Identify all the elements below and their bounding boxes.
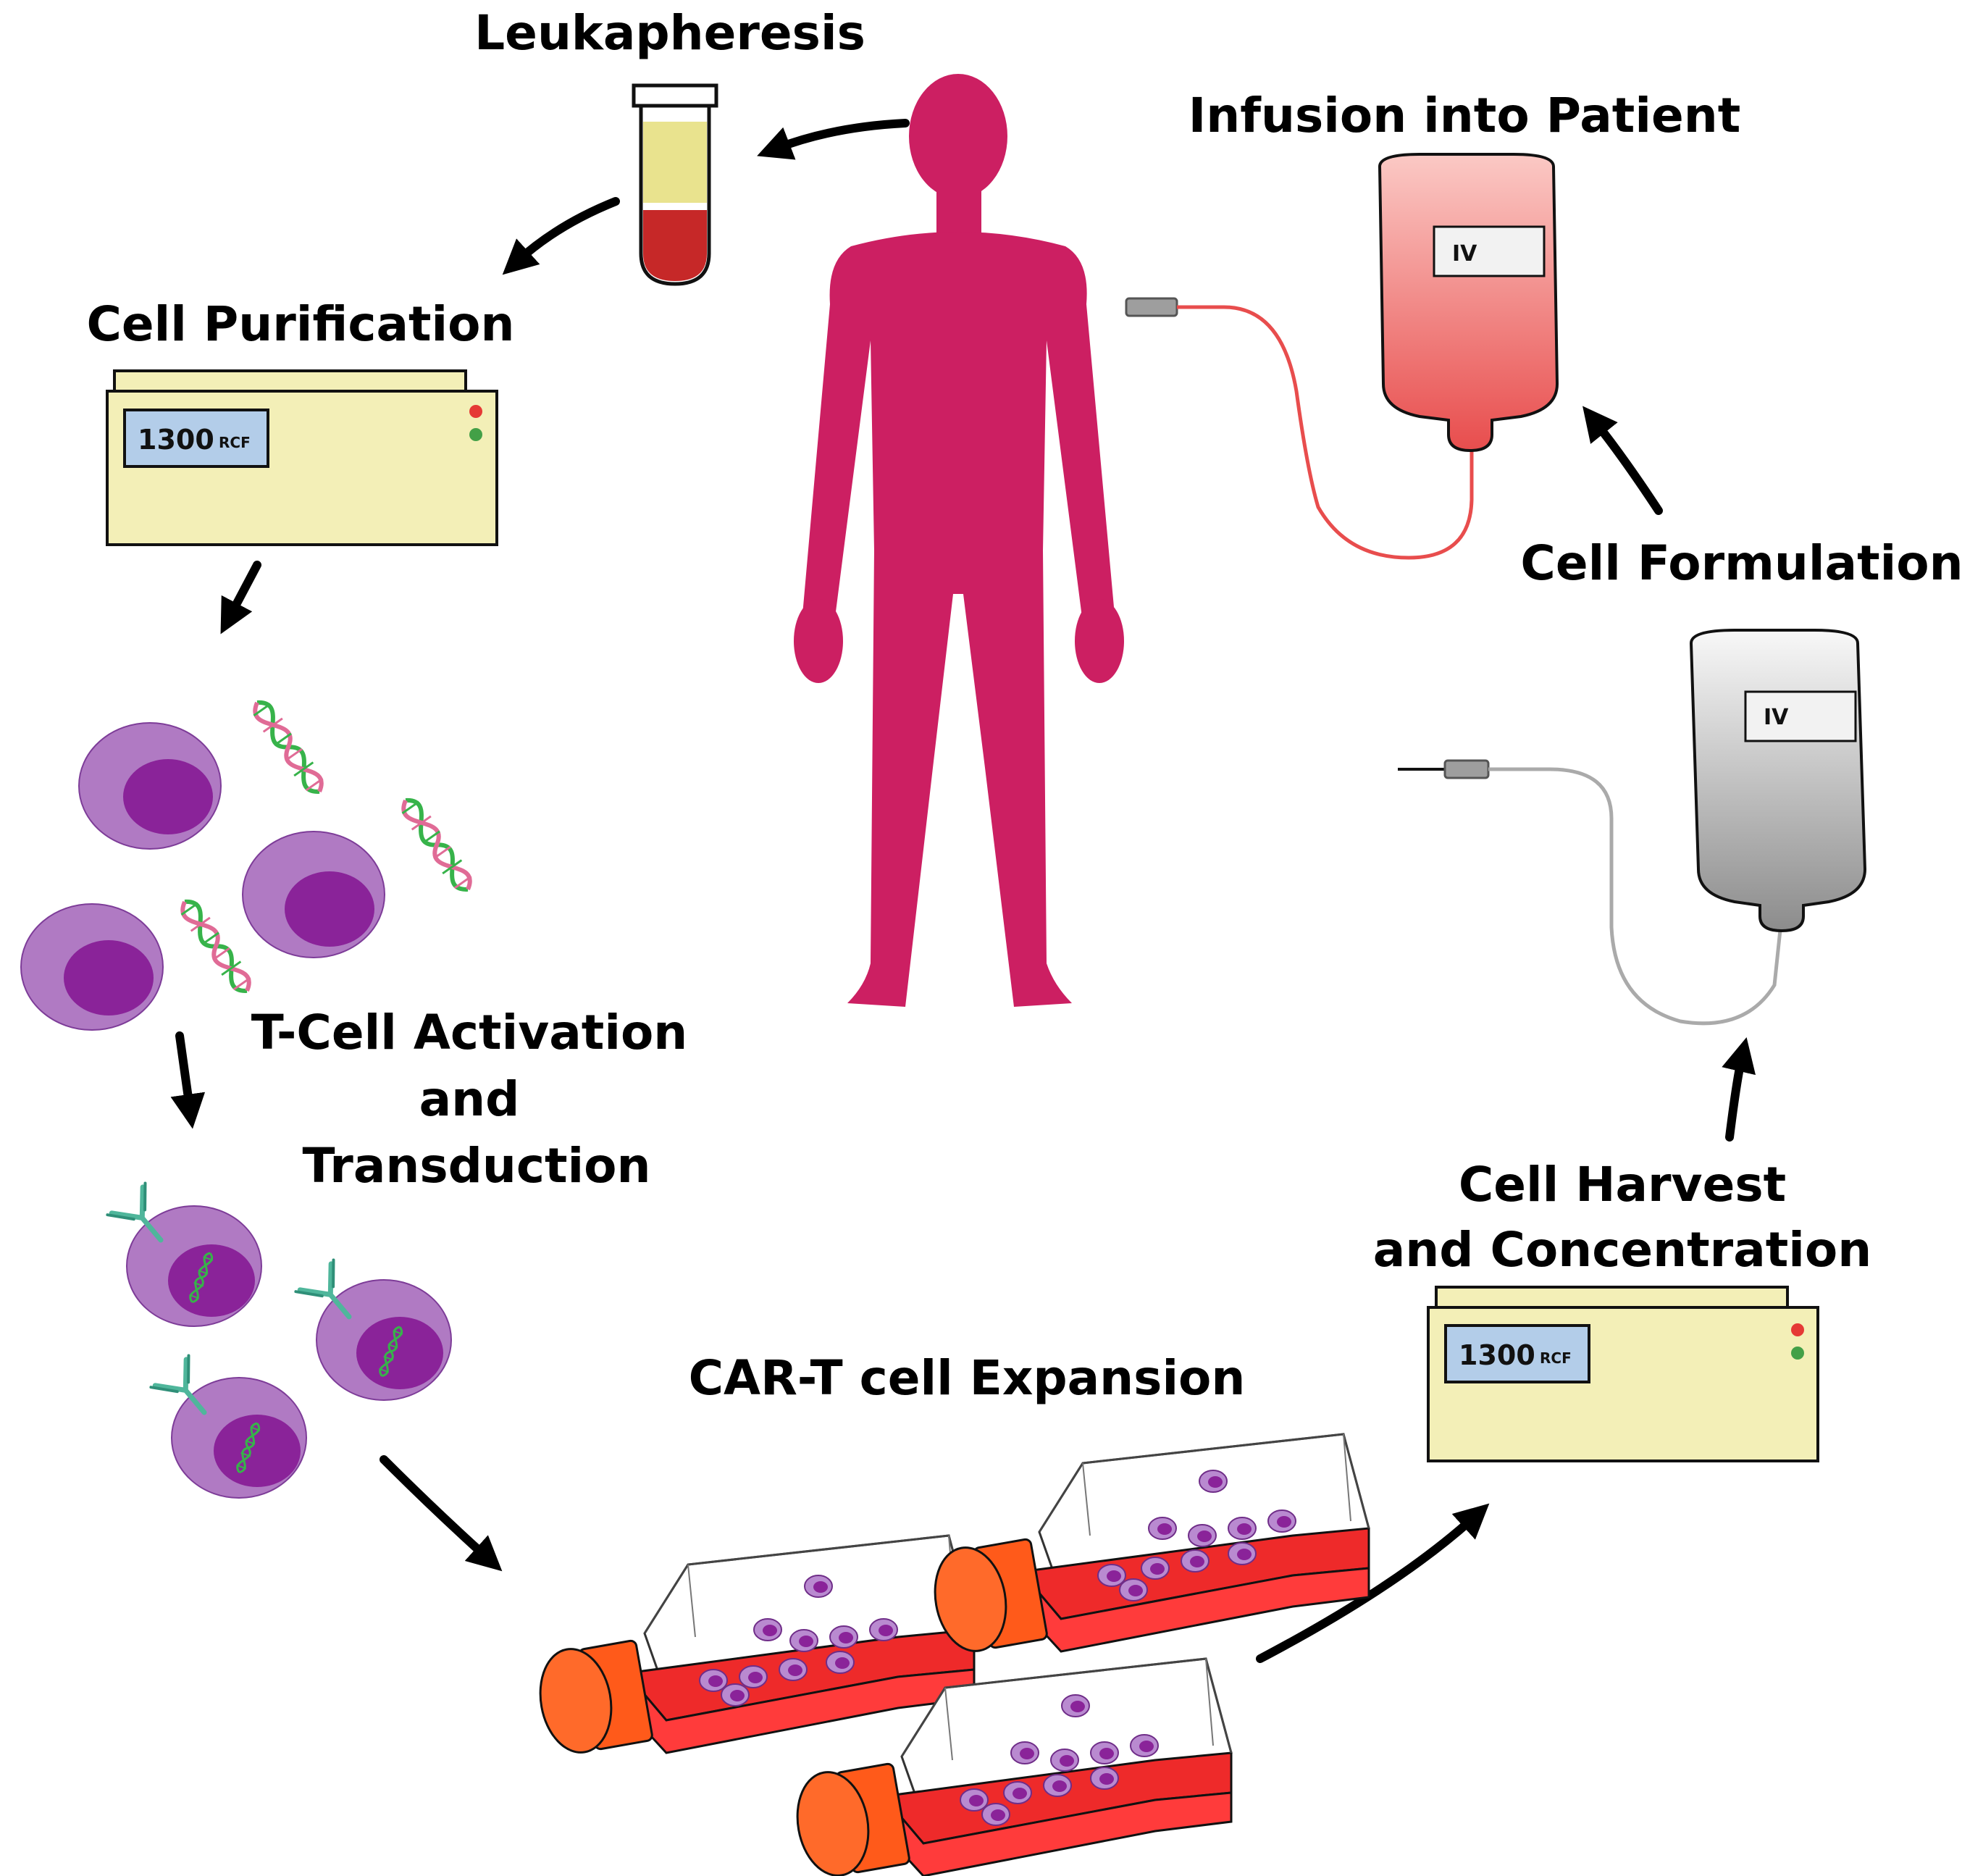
label-activation-line3: Transduction [303,1138,651,1194]
blood-collection-tube [632,83,718,286]
centrifuge-top: 1300 RCF [106,369,498,546]
centrifuge-bottom-unit: RCF [1540,1349,1572,1367]
t-cell [20,903,164,1031]
dna-strand [248,696,329,798]
arrow-patient-to-tube [757,119,910,160]
t-cell [242,831,385,958]
centrifuge-top-unit: RCF [219,434,251,451]
arrow-harvest-to-formulation [1722,1037,1756,1142]
label-harvest-line1: Cell Harvest [1459,1157,1786,1213]
car-t-cell [151,1355,307,1499]
iv-bag-red: IV [1125,153,1559,560]
car-t-cell [295,1260,452,1401]
arrow-activated-to-flasks [380,1455,503,1572]
iv-bag-gray-label: IV [1764,705,1789,730]
label-harvest-line2: and Concentration [1373,1222,1872,1278]
car-t-cell [107,1183,262,1327]
t-cell [78,722,222,850]
patient-silhouette [794,74,1124,1007]
purified-t-cells [20,696,477,1031]
label-activation-line2: and [419,1071,520,1127]
label-purification: Cell Purification [86,296,514,352]
centrifuge-bottom: 1300 RCF [1427,1286,1819,1462]
label-formulation: Cell Formulation [1520,535,1962,591]
culture-flask [926,1433,1370,1658]
transduced-t-cells [107,1183,452,1499]
process-arrows [170,119,1756,1663]
arrow-purification-to-cells [220,561,261,635]
iv-bag-red-label: IV [1452,241,1477,267]
arrow-cells-to-activated [170,1031,206,1129]
arrow-formulation-to-infusion [1582,406,1663,515]
iv-bag-gray: IV [1398,629,1867,1026]
arrow-tube-to-purification [502,197,620,275]
centrifuge-bottom-value: 1300 [1459,1339,1535,1371]
centrifuge-top-value: 1300 [138,424,214,456]
label-expansion: CAR-T cell Expansion [689,1350,1246,1406]
label-infusion: Infusion into Patient [1188,88,1741,143]
arrow-flasks-to-harvest [1256,1503,1490,1663]
label-leukapheresis: Leukapheresis [474,5,865,61]
culture-flask [531,1534,976,1759]
label-activation-line1: T-Cell Activation [251,1005,688,1060]
dna-strand [396,794,477,896]
